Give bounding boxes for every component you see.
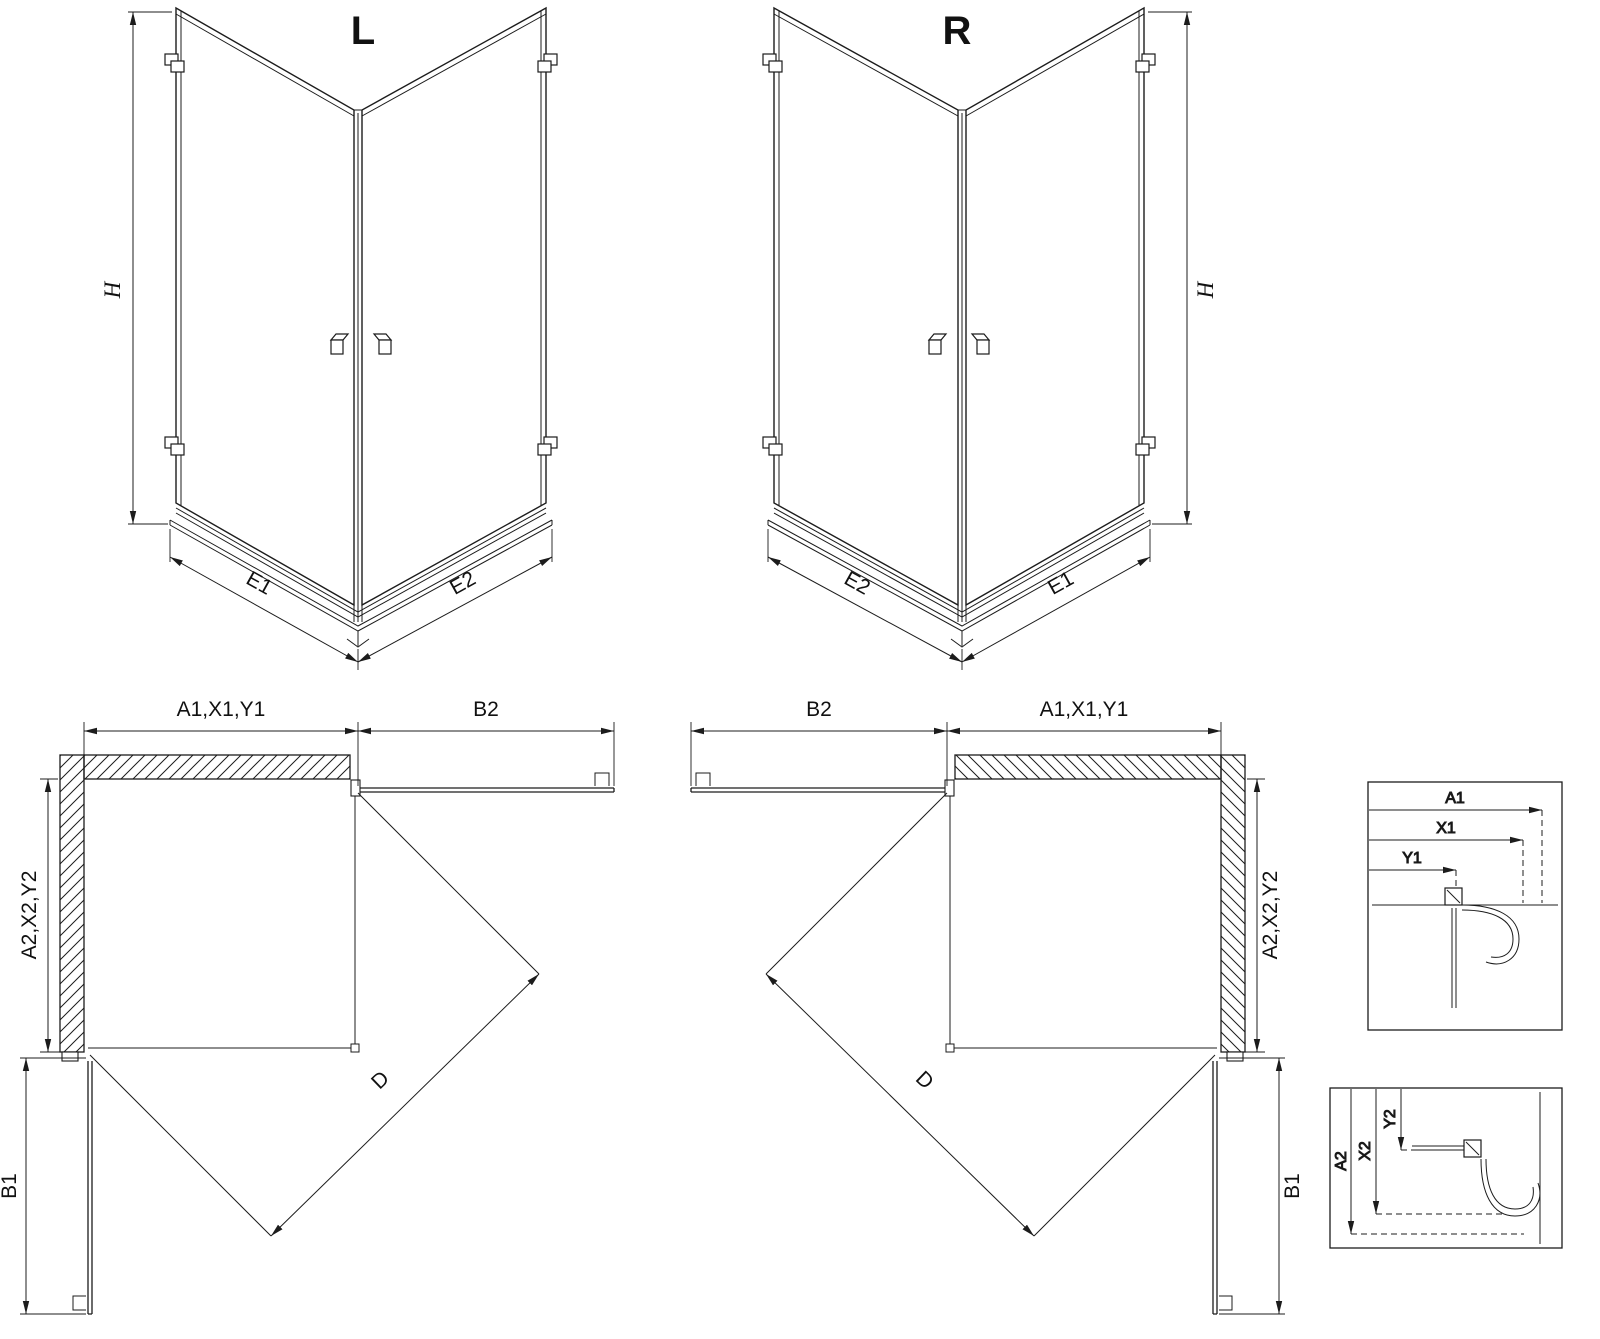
wall-width-label-right: A1,X1,Y1 — [1040, 698, 1129, 721]
wall-depth-label-right: A2,X2,Y2 — [1259, 871, 1282, 960]
e1-dim-label-left: E1 — [242, 567, 276, 600]
detail-frame — [1367, 781, 1563, 1031]
detail-frame — [1329, 1087, 1563, 1249]
detail-dim-y2-label: Y2 — [1382, 1109, 1399, 1129]
plan-view-right — [691, 722, 1285, 1314]
detail-dim-x2-label: X2 — [1357, 1141, 1374, 1161]
reference-dashes — [1455, 810, 1543, 903]
reference-dashes — [1351, 1149, 1524, 1235]
door-width-label-right: B2 — [806, 698, 832, 721]
entry-dim-label-left: D — [367, 1067, 394, 1094]
side-door-label-left: B1 — [0, 1173, 21, 1199]
wall-depth-label-left: A2,X2,Y2 — [18, 871, 41, 960]
e1-dim-label-right: E1 — [1044, 567, 1078, 600]
detail-dim-a1-label: A1 — [1445, 790, 1465, 807]
perspective-view-right — [763, 8, 1192, 670]
detail-dim-x1-label: X1 — [1436, 820, 1456, 837]
detail-depth-section: A2 X2 Y2 — [1329, 1087, 1563, 1249]
profile-section — [1372, 887, 1558, 1008]
perspective-view-left — [128, 8, 557, 670]
height-dim-label-right: H — [1193, 280, 1218, 299]
door-width-label-left: B2 — [473, 698, 499, 721]
e2-dim-label-left: E2 — [446, 567, 480, 600]
height-dim-label-left: H — [100, 280, 125, 299]
plan-view-left — [20, 722, 614, 1314]
e2-dim-label-right: E2 — [840, 567, 874, 600]
variant-label-right: R — [943, 9, 972, 53]
wall-width-label-left: A1,X1,Y1 — [177, 698, 266, 721]
detail-dim-y1-label: Y1 — [1402, 850, 1422, 867]
entry-dim-label-right: D — [911, 1067, 938, 1094]
detail-width-section: A1 X1 Y1 — [1367, 781, 1563, 1031]
side-door-label-right: B1 — [1281, 1173, 1304, 1199]
detail-dim-a2-label: A2 — [1333, 1151, 1350, 1171]
variant-label-left: L — [351, 9, 375, 53]
profile-section — [1412, 1092, 1541, 1244]
